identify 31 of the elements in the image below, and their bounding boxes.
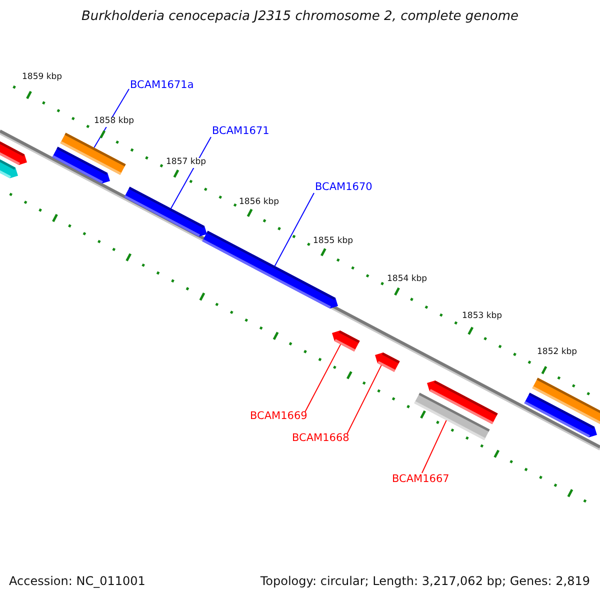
accession-text: Accession: NC_011001 (9, 575, 146, 589)
leader-line (346, 364, 382, 434)
gene-label: BCAM1670 (315, 181, 372, 194)
tick-label: 1856 kbp (238, 198, 280, 208)
gene-bar (202, 230, 338, 309)
gene-bar (375, 352, 400, 372)
tick-label: 1855 kbp (312, 237, 354, 247)
tick-label: 1854 kbp (386, 275, 428, 285)
leader-line (274, 192, 314, 266)
tick-label: 1857 kbp (165, 158, 208, 168)
tick-label: 1853 kbp (461, 312, 504, 322)
gene-bar (124, 186, 207, 237)
leader-line (422, 420, 447, 474)
gene-bar (0, 156, 18, 178)
chart-title: Burkholderia cenocepacia J2315 chromosome 2, complete genome (80, 10, 520, 25)
tick-label: 1858 kbp (93, 117, 136, 127)
genome-summary-text: Topology: circular; Length: 3,217,062 bp; Genes: 2,819 (260, 575, 590, 589)
gene-bar (332, 330, 360, 352)
gene-label: BCAM1668 (292, 432, 350, 444)
leader-line (170, 136, 212, 209)
gene-bar (60, 132, 126, 175)
tick-label: 1852 kbp (536, 348, 578, 358)
gene-bar (0, 138, 27, 165)
gene-bar (427, 380, 498, 424)
leader-line (304, 344, 342, 412)
gene-bar (532, 378, 600, 426)
gene-label: BCAM1671 (212, 125, 270, 138)
gene-label: BCAM1669 (250, 410, 308, 422)
gene-label: BCAM1671a (130, 79, 194, 92)
gene-label: BCAM1667 (392, 473, 450, 486)
tick-label: 1859 kbp (21, 73, 64, 83)
